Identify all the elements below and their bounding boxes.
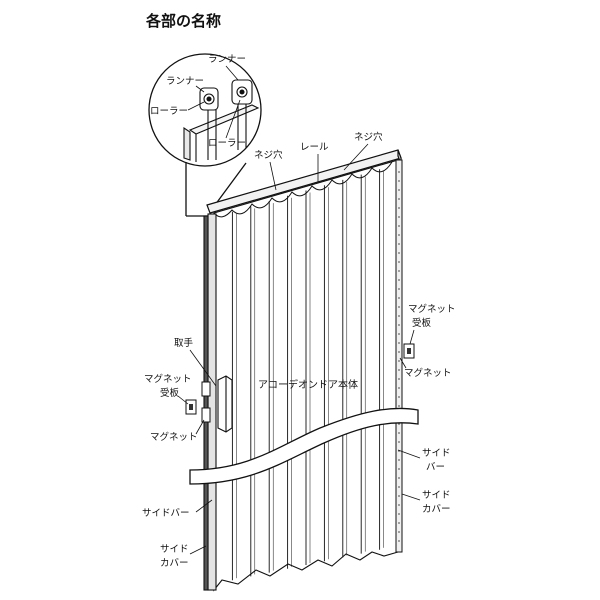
rivet-dot [398, 189, 400, 191]
right-side-cover [395, 159, 403, 553]
label-magnet-plate-right-2: 受板 [412, 317, 432, 329]
label-magnet-plate-right-1: マグネット [408, 303, 456, 315]
rivet-dot [398, 288, 400, 290]
rivet-dot [398, 315, 400, 317]
rivet-dot [398, 378, 400, 380]
rivet-dot [398, 279, 400, 281]
rivet-dot [398, 513, 400, 515]
rivet-dot [398, 234, 400, 236]
label-magnet-plate-left-1: マグネット [144, 373, 192, 385]
label-side-cover-left-1: サイド [160, 544, 189, 555]
label-runner-left: ランナー [166, 76, 204, 87]
label-magnet-left: マグネット [150, 431, 198, 443]
rivet-dot [398, 486, 400, 488]
rivet-dot [398, 360, 400, 362]
label-handle: 取手 [174, 337, 194, 349]
magnet-plate-left [185, 399, 197, 415]
rivet-dot [398, 207, 400, 209]
label-roller-left: ローラー [150, 106, 188, 117]
label-rail: レール [300, 142, 329, 153]
rivet-dot [398, 252, 400, 254]
rivet-dot [398, 369, 400, 371]
rivet-dot [398, 261, 400, 263]
label-side-cover-right-1: サイド [422, 490, 451, 501]
rivet-dot [398, 459, 400, 461]
door-top-wave [213, 161, 393, 218]
rivet-dot [398, 387, 400, 389]
rivet-dot [398, 351, 400, 353]
rivet-dot [398, 468, 400, 470]
diagram-title: 各部の名称 [145, 12, 221, 30]
rivet-dot [398, 306, 400, 308]
rivet-dot [398, 270, 400, 272]
label-side-cover-right-2: カバー [422, 504, 451, 515]
rivet-dot [398, 423, 400, 425]
label-runner-right: ランナー [208, 54, 246, 65]
magnet-left-lower [201, 407, 211, 423]
label-side-cover-left-2: カバー [160, 558, 189, 569]
rivet-dot [398, 225, 400, 227]
detail-rail-runners [183, 79, 260, 162]
rivet-dot [398, 477, 400, 479]
handle [217, 375, 233, 433]
label-screw-hole-right: ネジ穴 [354, 131, 383, 143]
rivet-dot [398, 522, 400, 524]
door-pleats [231, 169, 384, 581]
label-roller-right: ローラー [208, 138, 246, 149]
rivet-dot [398, 504, 400, 506]
rivet-dot [398, 441, 400, 443]
magnet-plate-right [403, 343, 415, 359]
rivet-dot [398, 216, 400, 218]
side-cover-rivets [398, 171, 400, 542]
label-door-body: アコーデオンドア本体 [258, 378, 358, 391]
rivet-dot [398, 405, 400, 407]
break-band [189, 407, 419, 485]
rivet-dot [398, 531, 400, 533]
rivet-dot [398, 333, 400, 335]
magnet-left-part [201, 381, 211, 397]
rivet-dot [398, 540, 400, 542]
rivet-dot [398, 198, 400, 200]
rivet-dot [398, 180, 400, 182]
rivet-dot [398, 297, 400, 299]
label-side-bar-right-2: バー [426, 462, 445, 473]
rivet-dot [398, 432, 400, 434]
rivet-dot [398, 171, 400, 173]
label-magnet-right: マグネット [404, 367, 452, 379]
rivet-dot [398, 396, 400, 398]
rivet-dot [398, 495, 400, 497]
rivet-dot [398, 342, 400, 344]
label-screw-hole-left: ネジ穴 [254, 149, 283, 161]
label-magnet-plate-left-2: 受板 [160, 387, 180, 399]
label-side-bar-left: サイドバー [142, 508, 190, 519]
left-side-bar [203, 213, 217, 591]
label-side-bar-right-1: サイド [422, 448, 451, 459]
rivet-dot [398, 243, 400, 245]
rivet-dot [398, 324, 400, 326]
